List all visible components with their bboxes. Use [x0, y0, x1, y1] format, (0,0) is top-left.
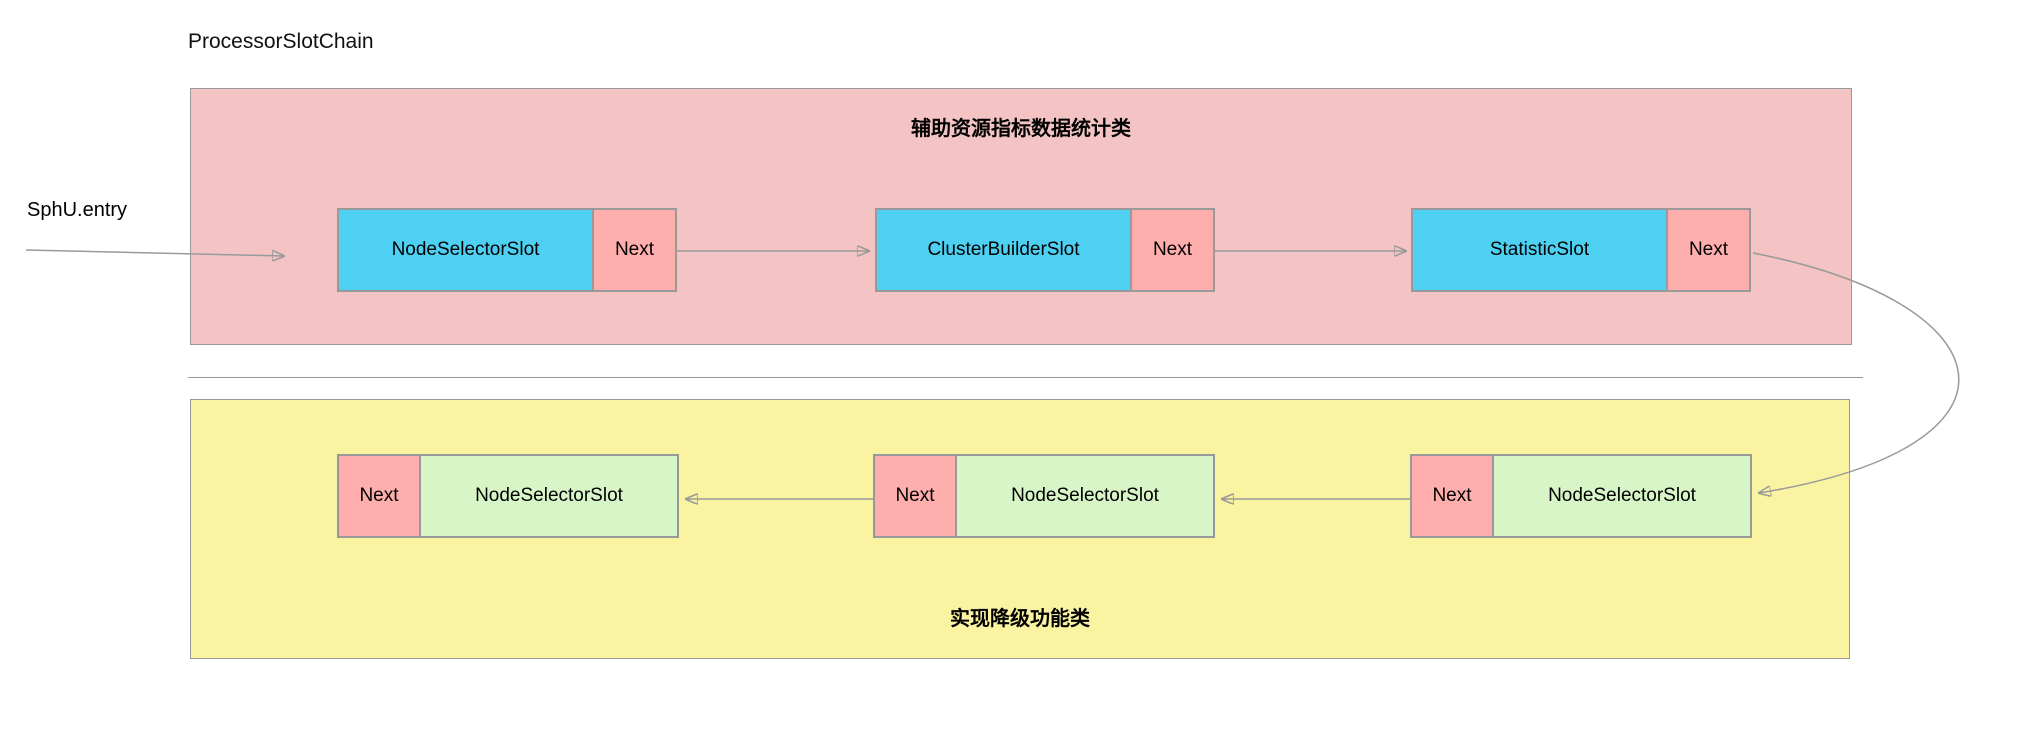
slot-name-label: NodeSelectorSlot: [957, 456, 1213, 536]
next-pointer-cell: Next: [1666, 210, 1749, 290]
entry-label: SphU.entry: [27, 199, 128, 221]
slot-node-selector: NodeSelectorSlot Next: [337, 208, 677, 292]
top-group-label: 辅助资源指标数据统计类: [911, 118, 1131, 140]
slot-name-label: NodeSelectorSlot: [339, 210, 592, 290]
bottom-group-label: 实现降级功能类: [950, 608, 1090, 630]
group-divider-line: [188, 377, 1863, 378]
next-pointer-cell: Next: [339, 456, 421, 536]
slot-name-label: ClusterBuilderSlot: [877, 210, 1130, 290]
next-pointer-cell: Next: [875, 456, 957, 536]
slot-name-label: NodeSelectorSlot: [1494, 456, 1750, 536]
slot-degrade-2: Next NodeSelectorSlot: [873, 454, 1215, 538]
next-pointer-cell: Next: [592, 210, 675, 290]
slot-name-label: StatisticSlot: [1413, 210, 1666, 290]
slot-name-label: NodeSelectorSlot: [421, 456, 677, 536]
diagram-title: ProcessorSlotChain: [188, 30, 374, 53]
slot-statistic: StatisticSlot Next: [1411, 208, 1751, 292]
slot-degrade-1: Next NodeSelectorSlot: [337, 454, 679, 538]
next-pointer-cell: Next: [1130, 210, 1213, 290]
next-pointer-cell: Next: [1412, 456, 1494, 536]
slot-cluster-builder: ClusterBuilderSlot Next: [875, 208, 1215, 292]
slot-degrade-3: Next NodeSelectorSlot: [1410, 454, 1752, 538]
